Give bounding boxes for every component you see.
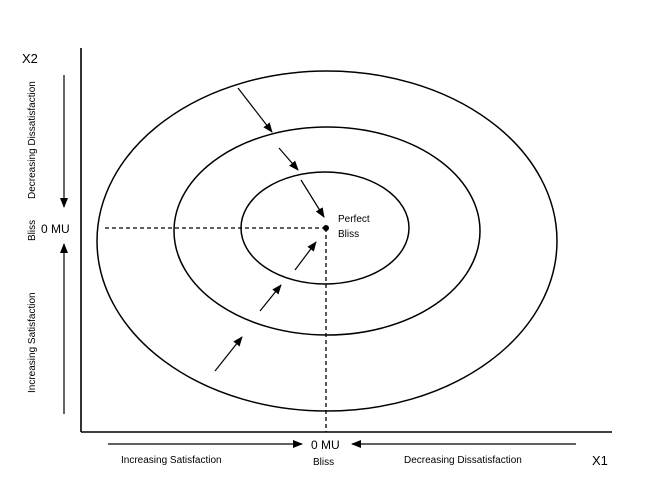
arrow-down-right-1 xyxy=(237,87,273,133)
bliss-point-label-line1: Perfect xyxy=(338,214,370,225)
x-left-label: Increasing Satisfaction xyxy=(121,455,222,466)
y-axis-name: X2 xyxy=(22,51,38,66)
arrow-up-right-3 xyxy=(214,336,243,372)
middle-indifference-curve xyxy=(173,126,481,336)
outer-indifference-curve xyxy=(96,70,558,412)
arrow-up-right-1 xyxy=(294,241,317,271)
x-bliss-label: Bliss xyxy=(313,457,334,468)
x-right-label: Decreasing Dissatisfaction xyxy=(404,455,522,466)
x-zero-label: 0 MU xyxy=(311,438,340,452)
arrow-down-right-2 xyxy=(278,147,299,171)
x-axis-name: X1 xyxy=(592,453,608,468)
y-zero-label: 0 MU xyxy=(41,222,70,236)
bliss-point-label-line2: Bliss xyxy=(338,229,359,240)
y-lower-label: Increasing Satisfaction xyxy=(27,292,38,393)
bliss-point-dot xyxy=(323,225,329,231)
y-upper-label: Decreasing Dissatisfaction xyxy=(27,81,38,199)
arrow-up-right-2 xyxy=(259,284,282,312)
y-bliss-label: Bliss xyxy=(27,220,38,241)
arrow-down-right-3 xyxy=(300,179,325,218)
